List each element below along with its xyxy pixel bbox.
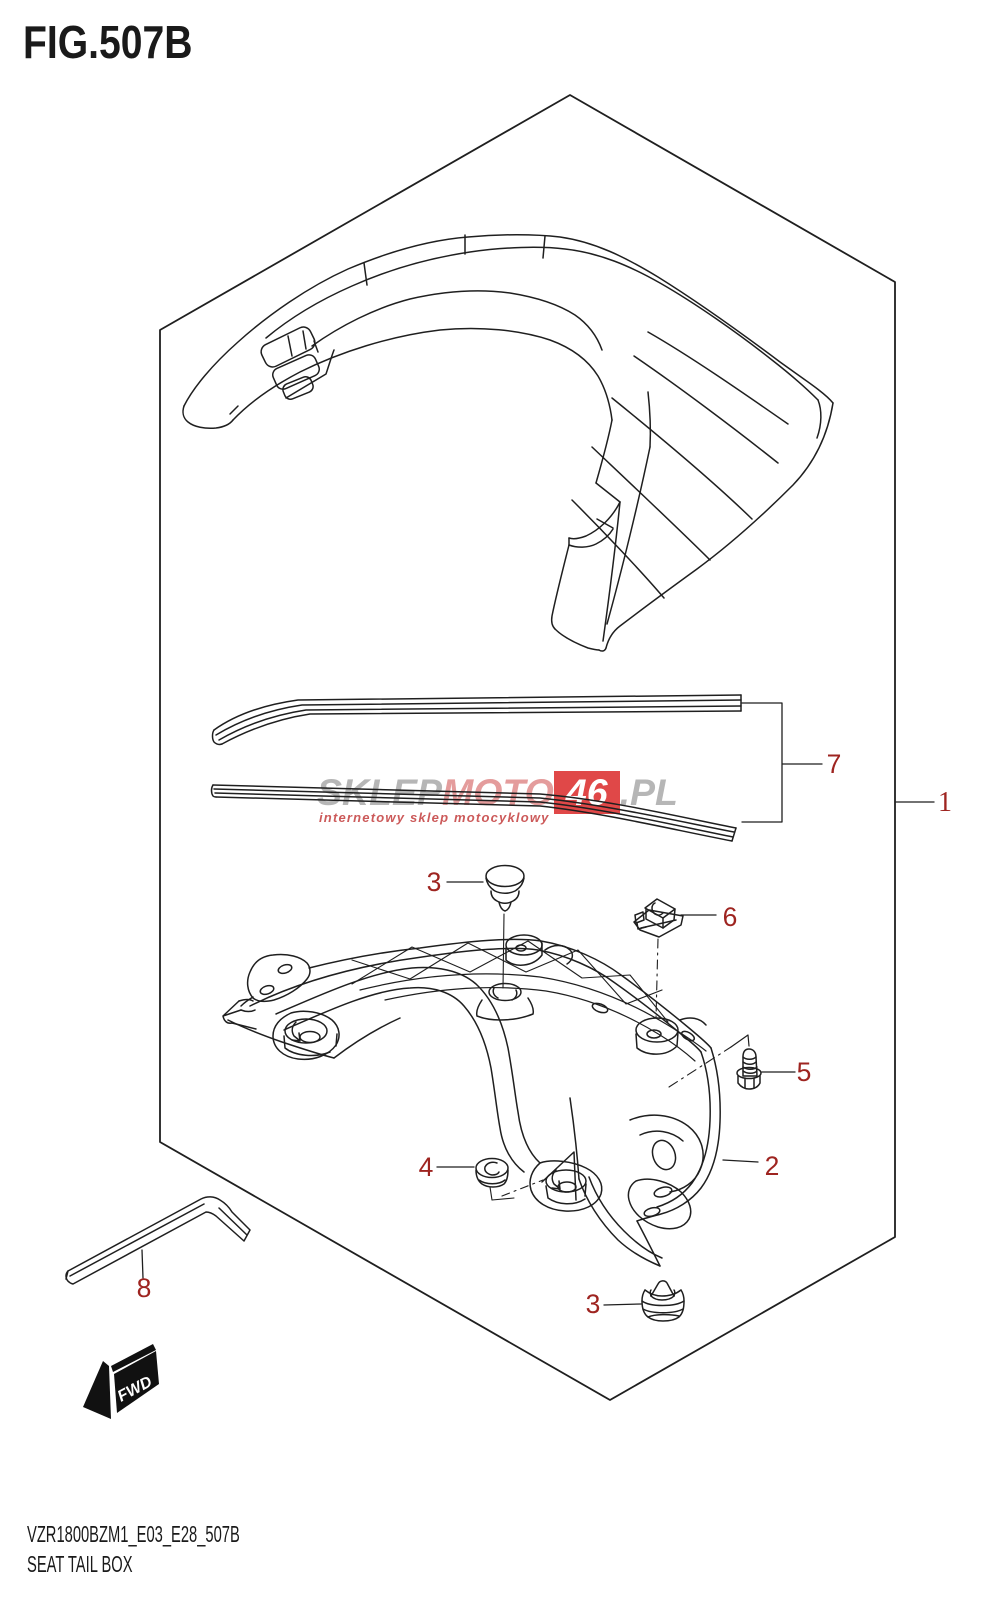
svg-text:3: 3	[586, 1289, 601, 1319]
svg-text:3: 3	[427, 867, 442, 897]
svg-text:4: 4	[419, 1152, 434, 1182]
svg-text:7: 7	[827, 749, 842, 779]
svg-text:1: 1	[938, 787, 952, 818]
svg-text:5: 5	[797, 1057, 812, 1087]
svg-text:8: 8	[137, 1273, 152, 1303]
svg-text:6: 6	[723, 902, 738, 932]
svg-text:2: 2	[765, 1151, 780, 1181]
